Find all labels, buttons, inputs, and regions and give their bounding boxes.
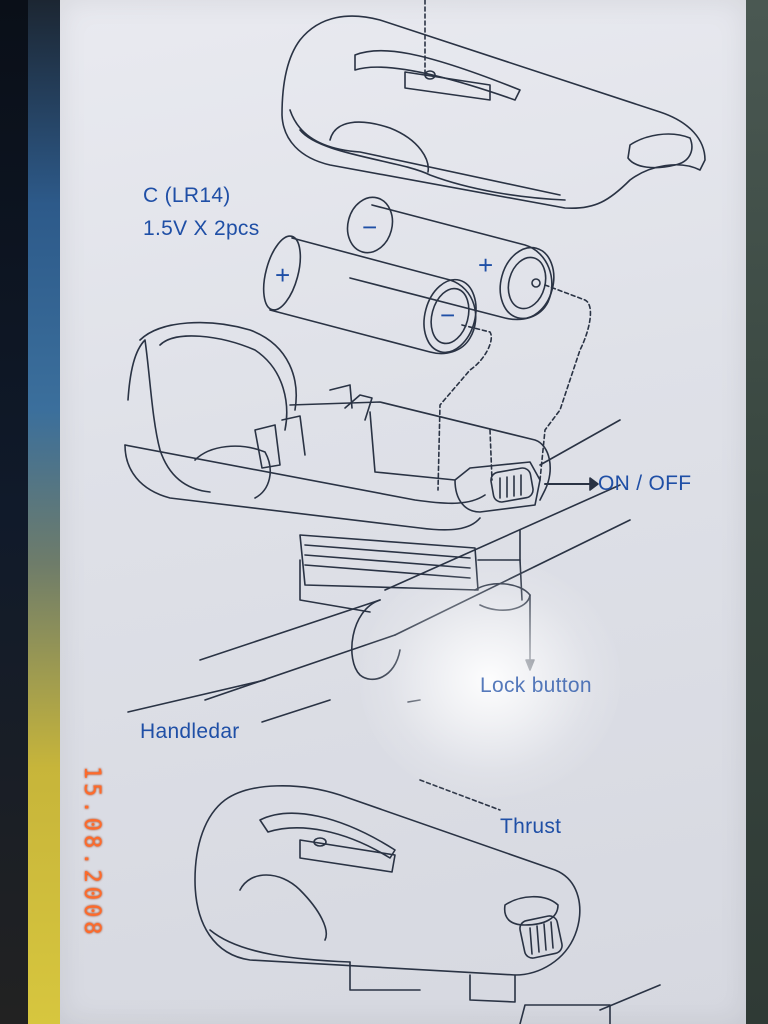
battery-minus-mark: − [362, 212, 378, 242]
base-unit-drawing [124, 321, 621, 531]
handlebar-label: Handledar [140, 720, 240, 743]
date-stamp: 15.08.2008 [79, 766, 104, 939]
background-left [0, 0, 28, 1024]
assembled-unit-drawing [194, 785, 661, 1024]
thrust-label: Thrust [500, 815, 562, 838]
battery-minus-mark-2: − [440, 300, 456, 330]
bracket-drawing [127, 484, 631, 811]
batteries-drawing [262, 196, 592, 491]
switch-label: ON / OFF [598, 472, 692, 495]
lock-button-label: Lock button [480, 674, 592, 697]
instruction-card [60, 0, 746, 1024]
battery-type-label: C (LR14) [143, 184, 231, 207]
top-cover-drawing [281, 0, 706, 210]
battery-plus-mark-2: + [275, 260, 291, 290]
battery-plus-mark: + [478, 250, 494, 280]
background-left-strip [28, 0, 62, 1024]
battery-spec-label: 1.5V X 2pcs [143, 217, 260, 240]
